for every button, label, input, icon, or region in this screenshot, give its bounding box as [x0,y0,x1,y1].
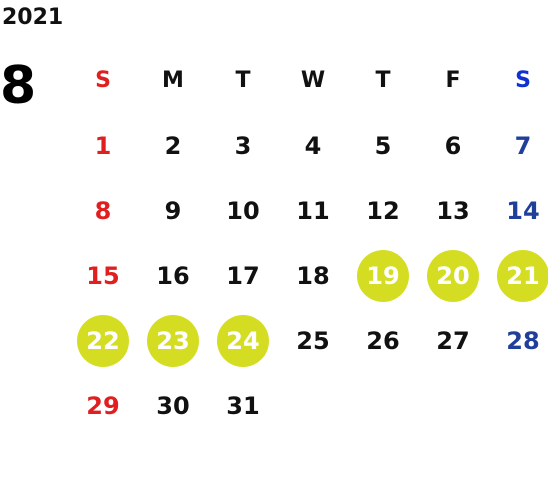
weekday-header-tue: T [235,68,251,93]
calendar-day[interactable]: 1 [68,113,138,178]
day-number: 15 [86,261,120,290]
weekday-header-mon: M [162,68,184,93]
day-number: 18 [296,261,330,290]
calendar-day[interactable]: 31 [208,373,278,438]
day-number: 24 [217,314,269,367]
calendar-day[interactable]: 28 [488,308,548,373]
day-number: 23 [147,314,199,367]
weekday-header-sun: S [95,68,111,93]
year-label: 2021 [2,5,64,30]
day-number: 4 [304,131,322,160]
day-number: 9 [164,196,182,225]
calendar-day [278,373,348,438]
day-number: 8 [94,196,112,225]
calendar-day[interactable]: 17 [208,243,278,308]
day-number: 27 [436,326,470,355]
calendar-day[interactable]: 19 [348,243,418,308]
day-number: 29 [86,391,120,420]
day-number: 11 [296,196,330,225]
calendar-day[interactable]: 20 [418,243,488,308]
day-number: 31 [226,391,260,420]
day-number [427,380,479,432]
day-number: 3 [234,131,252,160]
day-number: 10 [226,196,260,225]
calendar-day[interactable]: 21 [488,243,548,308]
calendar-day[interactable]: 16 [138,243,208,308]
day-number: 30 [156,391,190,420]
calendar-day[interactable]: 18 [278,243,348,308]
calendar-day[interactable]: 27 [418,308,488,373]
day-number: 19 [357,249,409,302]
weekday-header-thu: T [375,68,391,93]
calendar-day[interactable]: 24 [208,308,278,373]
calendar-day[interactable]: 6 [418,113,488,178]
calendar-day[interactable]: 23 [138,308,208,373]
day-number: 1 [94,131,112,160]
day-number: 16 [156,261,190,290]
calendar-day[interactable]: 4 [278,113,348,178]
calendar-day [488,373,548,438]
day-number [357,380,409,432]
calendar-day[interactable]: 3 [208,113,278,178]
weekday-header-sat: S [515,68,531,93]
calendar-day[interactable]: 13 [418,178,488,243]
calendar-day[interactable]: 2 [138,113,208,178]
calendar-day[interactable]: 5 [348,113,418,178]
day-number: 2 [164,131,182,160]
calendar-day[interactable]: 30 [138,373,208,438]
calendar-day [418,373,488,438]
calendar-day[interactable]: 15 [68,243,138,308]
calendar-day [348,373,418,438]
calendar-day[interactable]: 10 [208,178,278,243]
day-number: 28 [506,326,540,355]
calendar-day[interactable]: 12 [348,178,418,243]
calendar-day[interactable]: 26 [348,308,418,373]
weekday-header-wed: W [300,68,326,93]
day-number: 6 [444,131,462,160]
calendar-day[interactable]: 8 [68,178,138,243]
calendar-day[interactable]: 7 [488,113,548,178]
day-number: 12 [366,196,400,225]
day-number: 26 [366,326,400,355]
day-number: 17 [226,261,260,290]
calendar-day[interactable]: 22 [68,308,138,373]
day-number: 14 [506,196,540,225]
weekday-header-fri: F [445,68,461,93]
calendar-day[interactable]: 11 [278,178,348,243]
day-number: 7 [514,131,532,160]
day-number: 25 [296,326,330,355]
calendar-day[interactable]: 25 [278,308,348,373]
day-number [497,380,548,432]
day-number: 20 [427,249,479,302]
month-label: 8 [0,56,37,116]
day-number: 21 [497,249,548,302]
day-number: 22 [77,314,129,367]
calendar-day[interactable]: 29 [68,373,138,438]
day-number: 13 [436,196,470,225]
calendar-day[interactable]: 14 [488,178,548,243]
day-number [287,380,339,432]
calendar-grid: S M T W T F S 1 2 3 4 5 6 7 8 9 10 11 12… [68,48,548,438]
calendar-day[interactable]: 9 [138,178,208,243]
day-number: 5 [374,131,392,160]
